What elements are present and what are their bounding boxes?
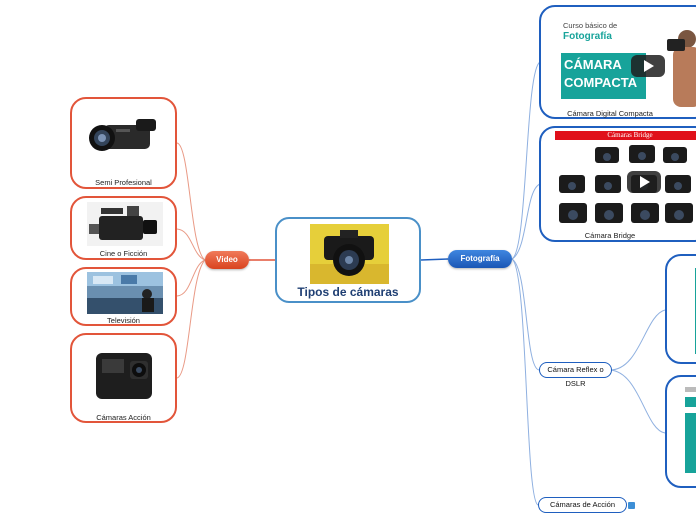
- foto-item-bridge[interactable]: Cámaras Bridge Cámara Bridge: [539, 126, 696, 242]
- video-item-acciones[interactable]: Cámaras Acción: [70, 333, 177, 423]
- cinema-camera-icon: [87, 202, 163, 246]
- reflex-thumb-line: [685, 387, 696, 392]
- foto-item-accion[interactable]: Cámaras de Acción: [538, 497, 627, 513]
- fotografia-branch-node[interactable]: Fotografía: [448, 250, 512, 268]
- bridge-thumb-title: Cámaras Bridge: [555, 131, 696, 140]
- central-topic[interactable]: Tipos de cámaras: [275, 217, 421, 303]
- thumb-course-line: Curso básico de: [563, 21, 618, 30]
- reflex-thumb-band: [685, 413, 696, 473]
- tv-studio-image: [87, 272, 163, 314]
- video-item-label: Cámaras Acción: [96, 413, 151, 422]
- play-icon[interactable]: [631, 55, 665, 77]
- action-camera-icon: [90, 347, 160, 403]
- foto-item-compacta[interactable]: Curso básico de Fotografía CÁMARA COMPAC…: [539, 5, 696, 119]
- thumb-big-line2: COMPACTA: [564, 75, 638, 90]
- compacta-video-thumbnail[interactable]: Curso básico de Fotografía CÁMARA COMPAC…: [555, 15, 696, 107]
- reflex-subitem-2[interactable]: [665, 375, 696, 488]
- photographer-icon: [667, 30, 696, 107]
- video-item-television[interactable]: Televisión: [70, 267, 177, 326]
- video-item-semi-profesional[interactable]: Semi Profesional: [70, 97, 177, 189]
- video-item-label: Televisión: [107, 316, 140, 325]
- play-icon[interactable]: [627, 171, 661, 193]
- foto-item-label: Cámara Digital Compacta: [567, 109, 653, 118]
- dslr-camera-image: [310, 224, 389, 284]
- camera-grid-image: [559, 145, 693, 223]
- reflex-subitem-1[interactable]: [665, 254, 696, 364]
- video-branch-node[interactable]: Video: [205, 251, 249, 269]
- foto-item-label: Cámara Bridge: [584, 231, 636, 240]
- reflex-thumb-title: [685, 397, 696, 407]
- thumb-big-line1: CÁMARA: [564, 57, 622, 72]
- thumb-course-title: Fotografía: [563, 31, 612, 42]
- foto-item-reflex[interactable]: Cámara Reflex o DSLR: [539, 362, 612, 388]
- camcorder-icon: [86, 111, 164, 163]
- bridge-video-thumbnail[interactable]: Cámaras Bridge: [555, 131, 696, 231]
- video-item-cine[interactable]: Cine o Ficción: [70, 196, 177, 260]
- central-topic-title: Tipos de cámaras: [297, 285, 399, 299]
- video-item-label: Cine o Ficción: [99, 249, 148, 258]
- video-item-label: Semi Profesional: [95, 178, 152, 187]
- note-icon[interactable]: [628, 502, 635, 509]
